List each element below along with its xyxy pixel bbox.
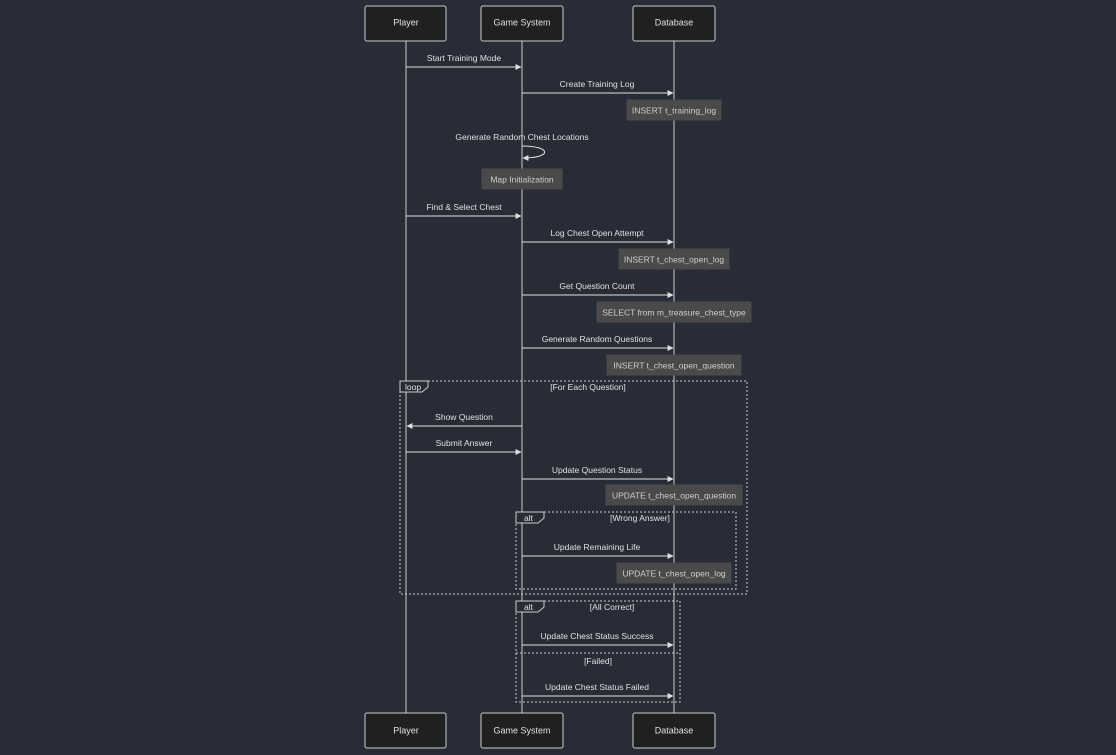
actor-game-system-bottom: Game System	[480, 712, 564, 749]
message-create-training-log: Create Training Log	[522, 79, 674, 96]
message-label: Update Chest Status Success	[541, 631, 654, 641]
message-label: Create Training Log	[560, 79, 635, 89]
message-label: Log Chest Open Attempt	[550, 228, 644, 238]
message-label: Generate Random Questions	[542, 334, 653, 344]
note-label: UPDATE t_chest_open_log	[622, 568, 726, 578]
message-label: Show Question	[435, 412, 493, 422]
actor-database-top: Database	[632, 5, 716, 42]
actor-label: Player	[393, 725, 419, 735]
message-label: Update Remaining Life	[554, 542, 641, 552]
note-label: INSERT t_chest_open_question	[613, 360, 734, 370]
message-label: Get Question Count	[559, 281, 635, 291]
actor-player-bottom: Player	[364, 712, 447, 749]
message-label: Update Chest Status Failed	[545, 682, 649, 692]
actor-label: Player	[393, 17, 419, 27]
note-select-treasure-chest-type: SELECT from m_treasure_chest_type	[596, 301, 752, 323]
message-label: Update Question Status	[552, 465, 642, 475]
message-start-training-mode: Start Training Mode	[406, 53, 522, 70]
actor-database-bottom: Database	[632, 712, 716, 749]
alt-frame-wrong-answer: alt [Wrong Answer]	[515, 511, 737, 590]
note-insert-chest-open-question: INSERT t_chest_open_question	[606, 354, 742, 376]
note-label: INSERT t_chest_open_log	[624, 254, 725, 264]
message-submit-answer: Submit Answer	[406, 438, 522, 455]
loop-frame-condition: [For Each Question]	[550, 382, 626, 392]
alt-frame-all-correct: alt [All Correct] [Failed]	[515, 600, 681, 703]
note-update-chest-open-log: UPDATE t_chest_open_log	[616, 562, 732, 584]
actor-label: Game System	[493, 725, 550, 735]
loop-frame-kind: loop	[405, 382, 421, 392]
loop-frame: loop [For Each Question]	[399, 380, 748, 595]
actor-label: Game System	[493, 17, 550, 27]
message-update-remaining-life: Update Remaining Life	[522, 542, 674, 559]
message-update-chest-status-success: Update Chest Status Success	[522, 631, 674, 648]
message-update-chest-status-failed: Update Chest Status Failed	[522, 682, 674, 699]
message-label: Submit Answer	[436, 438, 493, 448]
alt-frame-kind: alt	[524, 602, 534, 612]
message-log-chest-open-attempt: Log Chest Open Attempt	[522, 228, 674, 245]
alt-frame-else-condition: [Failed]	[584, 656, 612, 666]
alt-frame-kind: alt	[524, 513, 534, 523]
note-label: SELECT from m_treasure_chest_type	[602, 307, 746, 317]
message-generate-random-questions: Generate Random Questions	[522, 334, 674, 351]
actor-label: Database	[655, 17, 694, 27]
message-update-question-status: Update Question Status	[522, 465, 674, 482]
message-label: Generate Random Chest Locations	[455, 132, 588, 142]
message-label: Find & Select Chest	[426, 202, 502, 212]
note-insert-training-log: INSERT t_training_log	[626, 99, 722, 121]
note-label: UPDATE t_chest_open_question	[612, 490, 736, 500]
note-update-chest-open-question: UPDATE t_chest_open_question	[605, 484, 743, 506]
note-map-initialization: Map Initialization	[481, 168, 563, 190]
alt-frame-condition: [Wrong Answer]	[610, 513, 670, 523]
actor-player-top: Player	[364, 5, 447, 42]
note-label: Map Initialization	[490, 174, 554, 184]
actor-label: Database	[655, 725, 694, 735]
message-label: Start Training Mode	[427, 53, 501, 63]
alt-frame-condition: [All Correct]	[590, 602, 634, 612]
message-show-question: Show Question	[406, 412, 522, 429]
message-generate-random-chest-locations: Generate Random Chest Locations	[455, 132, 589, 161]
actor-game-system-top: Game System	[480, 5, 564, 42]
note-label: INSERT t_training_log	[632, 105, 717, 115]
note-insert-chest-open-log: INSERT t_chest_open_log	[618, 248, 730, 270]
message-find-select-chest: Find & Select Chest	[406, 202, 522, 219]
message-get-question-count: Get Question Count	[522, 281, 674, 298]
